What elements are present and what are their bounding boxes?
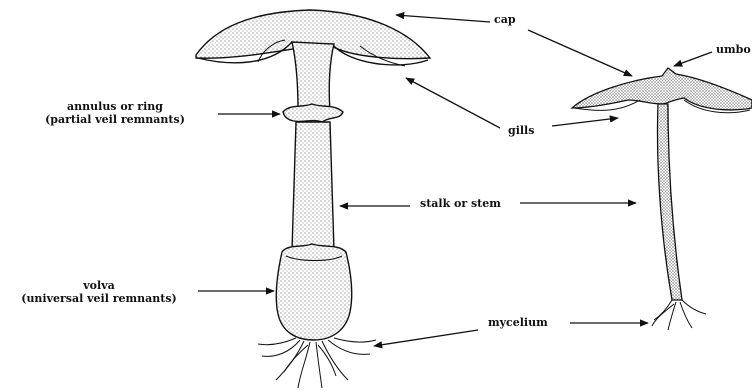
umbo-label: umbo [716, 43, 751, 56]
small-mushroom [572, 68, 752, 330]
annulus-label-line2: (partial veil remnants) [20, 113, 210, 126]
mycelium-arrow-left [374, 330, 478, 346]
cap-arrow-left [396, 15, 490, 22]
volva-label-line2: (universal veil remnants) [4, 292, 194, 305]
large-stalk [292, 122, 334, 250]
cap-arrow-right [528, 30, 632, 76]
annulus-label: annulus or ring (partial veil remnants) [20, 100, 210, 126]
large-upper-stalk [292, 42, 334, 110]
label-arrows [198, 15, 712, 346]
stalk-label: stalk or stem [420, 197, 501, 210]
gills-arrow-right [552, 118, 618, 126]
gills-label: gills [508, 124, 534, 137]
small-stalk [658, 104, 682, 300]
mycelium-label: mycelium [488, 316, 548, 329]
large-mycelium [258, 338, 376, 388]
large-ring [283, 104, 343, 122]
small-mycelium [652, 300, 706, 330]
volva-label: volva (universal veil remnants) [4, 279, 194, 305]
large-volva [276, 244, 351, 340]
annulus-label-line1: annulus or ring [20, 100, 210, 113]
cap-label: cap [494, 13, 516, 26]
volva-label-line1: volva [4, 279, 194, 292]
umbo-arrow [674, 52, 712, 66]
large-mushroom [196, 10, 430, 388]
gills-arrow-left [406, 78, 500, 128]
